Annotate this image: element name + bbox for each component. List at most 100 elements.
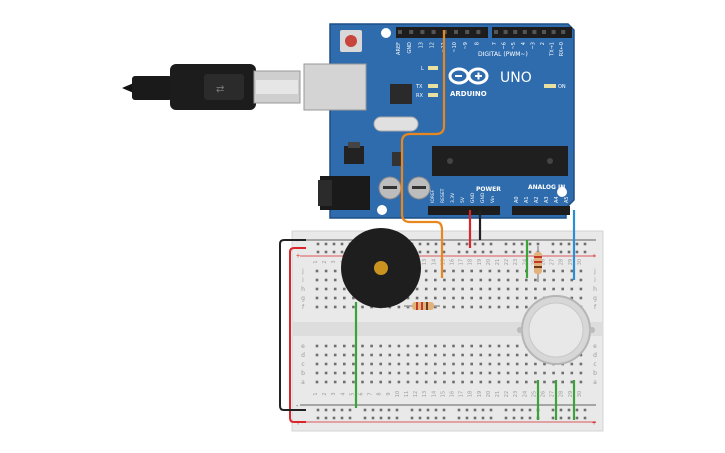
digital-pin-socket[interactable] [561,30,566,34]
wires[interactable] [279,30,576,423]
breadboard-hole[interactable] [343,371,346,375]
breadboard-hole[interactable] [361,380,364,384]
breadboard-hole[interactable] [333,344,337,348]
breadboard-hole[interactable] [479,287,483,291]
breadboard-hole[interactable] [406,371,410,375]
digital-pin-socket[interactable] [454,30,458,34]
rail-hole[interactable] [457,250,461,254]
breadboard-hole[interactable] [443,380,446,384]
breadboard-hole[interactable] [461,287,464,291]
breadboard-hole[interactable] [561,269,564,273]
breadboard-hole[interactable] [515,353,519,357]
rail-hole[interactable] [489,250,493,254]
rail-hole[interactable] [520,408,524,412]
usb-cable[interactable]: ⇄ [122,64,301,110]
breadboard-hole[interactable] [434,269,437,273]
breadboard-hole[interactable] [388,380,392,384]
breadboard-hole[interactable] [525,305,528,309]
breadboard-hole[interactable] [570,371,574,375]
breadboard-hole[interactable] [534,380,537,384]
rail-hole[interactable] [340,242,344,246]
rail-hole[interactable] [473,416,477,420]
digital-pin-socket[interactable] [398,30,402,34]
digital-pin-socket[interactable] [532,30,537,34]
breadboard-hole[interactable] [324,296,328,300]
wire-red-rail-link[interactable] [289,247,306,423]
breadboard-hole[interactable] [361,362,364,366]
breadboard-hole[interactable] [343,380,346,384]
rail-hole[interactable] [457,416,461,420]
breadboard-hole[interactable] [579,269,583,273]
breadboard-hole[interactable] [461,344,464,348]
rail-hole[interactable] [520,242,524,246]
rail-hole[interactable] [442,408,446,412]
breadboard-hole[interactable] [452,287,455,291]
breadboard-hole[interactable] [561,278,564,282]
breadboard-hole[interactable] [424,353,428,357]
resistor-buzzer[interactable] [404,302,440,310]
breadboard-hole[interactable] [497,362,501,366]
rail-hole[interactable] [528,416,532,420]
rail-hole[interactable] [481,250,485,254]
breadboard-hole[interactable] [324,269,328,273]
breadboard-hole[interactable] [452,296,455,300]
rail-hole[interactable] [434,242,438,246]
rail-hole[interactable] [528,242,532,246]
breadboard-hole[interactable] [488,296,492,300]
breadboard-hole[interactable] [497,305,501,309]
breadboard-hole[interactable] [315,380,319,384]
breadboard-hole[interactable] [497,269,501,273]
breadboard-hole[interactable] [570,278,574,282]
breadboard-hole[interactable] [497,296,501,300]
breadboard-hole[interactable] [352,305,355,309]
breadboard-hole[interactable] [415,287,419,291]
rail-hole[interactable] [426,250,430,254]
breadboard-hole[interactable] [324,353,328,357]
rail-hole[interactable] [332,250,336,254]
breadboard-hole[interactable] [434,296,437,300]
breadboard-hole[interactable] [452,353,455,357]
breadboard-hole[interactable] [343,287,346,291]
breadboard-hole[interactable] [552,287,555,291]
breadboard-hole[interactable] [534,278,537,282]
breadboard-hole[interactable] [315,371,319,375]
rail-hole[interactable] [551,242,555,246]
breadboard-hole[interactable] [315,269,319,273]
breadboard-hole[interactable] [461,278,464,282]
rail-hole[interactable] [418,250,422,254]
rail-hole[interactable] [434,416,438,420]
breadboard-hole[interactable] [534,287,537,291]
rail-hole[interactable] [340,408,344,412]
breadboard-hole[interactable] [470,269,473,273]
breadboard-hole[interactable] [515,362,519,366]
breadboard-hole[interactable] [525,278,528,282]
breadboard-hole[interactable] [470,371,473,375]
breadboard-hole[interactable] [434,371,437,375]
breadboard-hole[interactable] [343,353,346,357]
breadboard-hole[interactable] [470,278,473,282]
rail-hole[interactable] [489,416,493,420]
breadboard-hole[interactable] [479,344,483,348]
rail-hole[interactable] [324,408,328,412]
breadboard-hole[interactable] [497,287,501,291]
breadboard-hole[interactable] [388,353,392,357]
breadboard-hole[interactable] [506,278,510,282]
breadboard-hole[interactable] [488,353,492,357]
breadboard-hole[interactable] [415,344,419,348]
rail-hole[interactable] [512,408,516,412]
breadboard-hole[interactable] [570,380,574,384]
breadboard-hole[interactable] [561,371,564,375]
breadboard-hole[interactable] [525,380,528,384]
rail-hole[interactable] [316,408,320,412]
breadboard-hole[interactable] [579,353,583,357]
breadboard-hole[interactable] [470,353,473,357]
gas-sensor[interactable] [517,295,595,365]
breadboard-hole[interactable] [379,371,382,375]
breadboard-hole[interactable] [324,305,328,309]
breadboard-hole[interactable] [443,353,446,357]
rail-hole[interactable] [340,250,344,254]
rail-hole[interactable] [363,408,367,412]
breadboard-hole[interactable] [333,296,337,300]
breadboard-hole[interactable] [406,380,410,384]
breadboard-hole[interactable] [515,380,519,384]
